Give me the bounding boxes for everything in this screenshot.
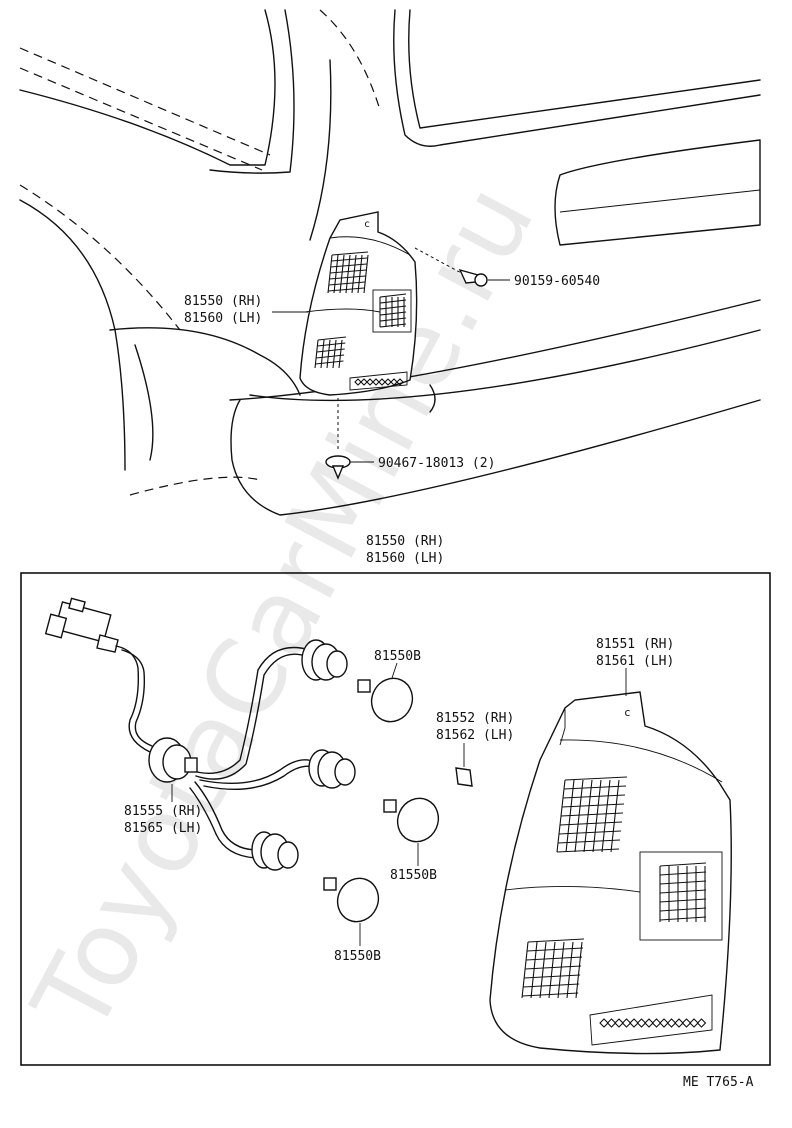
lens-label-lh: 81561 (LH) [596, 654, 674, 669]
bulb-icon[interactable] [357, 672, 419, 729]
gasket-label-rh: 81552 (RH) [436, 711, 514, 726]
gasket-label-lh: 81562 (LH) [436, 728, 514, 743]
socket-icon[interactable] [148, 737, 198, 783]
watermark: ToyotaCarMine.ru [9, 164, 559, 1053]
wire-harness[interactable] [115, 645, 319, 859]
clip-part-label: 90467-18013 (2) [378, 456, 495, 471]
bulb-icon[interactable] [383, 792, 445, 849]
connector-icon[interactable] [44, 597, 119, 653]
socket-icon[interactable] [251, 831, 299, 871]
wire-label-rh: 81555 (RH) [124, 804, 202, 819]
svg-text:c: c [624, 706, 631, 719]
screw-icon[interactable] [414, 247, 488, 287]
socket-icon[interactable] [308, 749, 356, 789]
bulb-label-3: 81550B [334, 949, 381, 964]
assembly-label-rh: 81550 (RH) [366, 534, 444, 549]
lamp-grid-pattern [314, 251, 407, 386]
socket-icon[interactable] [301, 639, 348, 681]
clip-icon[interactable] [325, 398, 351, 480]
lens-icon[interactable]: c [489, 668, 732, 1055]
wire-label-lh: 81565 (LH) [124, 821, 202, 836]
lamp-label-rh: 81550 (RH) [184, 294, 262, 309]
assembly-label-lh: 81560 (LH) [366, 551, 444, 566]
svg-text:c: c [364, 219, 370, 230]
vehicle-body-outline [19, 9, 761, 516]
gasket-icon[interactable] [455, 743, 473, 787]
screw-part-label: 90159-60540 [514, 274, 600, 289]
bulb-label-1: 81550B [374, 649, 421, 664]
bulb-label-2: 81550B [390, 868, 437, 883]
lamp-label-lh: 81560 (LH) [184, 311, 262, 326]
bulb-icon[interactable] [323, 872, 385, 929]
leader-line [391, 662, 398, 679]
detail-frame [20, 572, 771, 1066]
lens-grid-pattern [521, 776, 707, 1028]
lens-label-rh: 81551 (RH) [596, 637, 674, 652]
figure-code: ME T765-A [683, 1075, 754, 1090]
tail-lamp-assembly-upper[interactable]: c [299, 211, 418, 396]
